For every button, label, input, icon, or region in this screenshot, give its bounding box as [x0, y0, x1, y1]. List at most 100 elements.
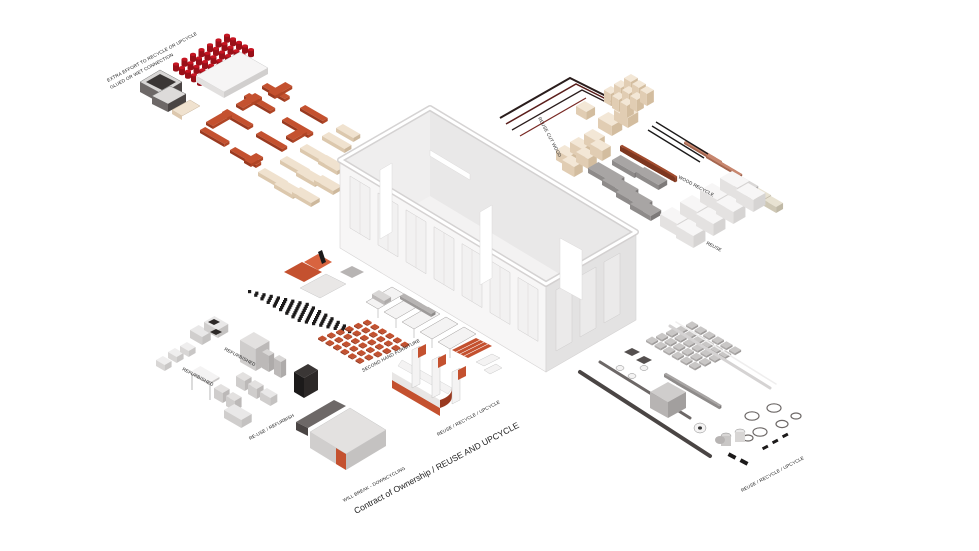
downcycling-counter: [296, 400, 387, 470]
reception-counter: [392, 359, 453, 416]
cream-pieces: [258, 124, 361, 207]
title-separator: /: [430, 463, 439, 474]
black-tile: [304, 304, 308, 308]
black-tile: [328, 321, 332, 325]
black-tile: [292, 313, 296, 317]
glued-connection-group: EXTRA EFFORT TO RECYCLE OR UPCYCLE GLUED…: [106, 31, 361, 207]
grey-tile: [646, 336, 659, 346]
black-tile: [327, 323, 331, 327]
terracotta-tile: [327, 332, 336, 339]
terracotta-piece: [200, 127, 230, 147]
cream-piece: [292, 187, 320, 207]
terracotta-tile: [369, 331, 378, 338]
black-tile: [290, 301, 294, 305]
ring: [744, 411, 760, 421]
cream-piece: [314, 175, 342, 195]
black-tile: [248, 290, 252, 294]
black-tile: [285, 311, 289, 315]
black-tile: [266, 300, 270, 304]
terracotta-tile: [357, 349, 366, 357]
red-cylinder: [185, 69, 191, 79]
terracotta-tile: [360, 334, 369, 342]
refurbish-group: REFURBISHED REFURBISHED RE-USE / REFURBI…: [156, 316, 407, 503]
black-tile: [304, 320, 308, 324]
terracotta-tile: [354, 322, 363, 330]
grey-panel: [764, 196, 784, 213]
red-cylinder: [190, 52, 196, 63]
black-tile: [260, 297, 264, 301]
black-tile: [291, 315, 295, 319]
grey-rail: [400, 293, 436, 317]
black-tile: [301, 310, 305, 314]
red-cylinder: [173, 62, 179, 72]
red-cylinder: [196, 56, 202, 66]
grey-tile: [674, 333, 687, 343]
wood-reuse-group: REUSE CUT WOOD WOOD RECYCLE REUSE: [499, 74, 784, 253]
terracotta-tile-grid: [318, 319, 410, 364]
black-tile: [305, 318, 309, 322]
interior-partitions: [379, 149, 583, 301]
terracotta-tile: [385, 332, 395, 340]
black-tile: [288, 305, 292, 309]
terracotta-tile: [358, 342, 368, 349]
cream-piece: [322, 132, 352, 153]
red-cylinder: [198, 48, 205, 58]
label-reuse-cut-wood: REUSE CUT WOOD: [537, 116, 563, 158]
black-tile: [282, 302, 286, 306]
black-tile: [321, 319, 325, 323]
terracotta-tile: [349, 345, 359, 352]
red-cylinder: [236, 40, 242, 51]
ring-fittings: [615, 365, 802, 446]
small-box: [180, 342, 196, 357]
grey-tile: [694, 326, 707, 336]
grey-panels: [588, 155, 784, 221]
shelving-frames: [365, 286, 477, 358]
cream-block: [640, 86, 654, 106]
black-tile: [289, 303, 293, 307]
terracotta-piece: [268, 82, 293, 99]
terracotta-tile: [400, 341, 410, 348]
black-tile: [274, 300, 278, 304]
grey-tile: [711, 336, 724, 346]
black-tile: [298, 301, 302, 305]
terracotta-tile: [333, 344, 342, 351]
black-tile: [295, 307, 299, 311]
label-reuse-recycle-upcycle-right: REUSE / RECYCLE / UPCYCLE: [740, 455, 805, 493]
black-tile: [296, 305, 300, 309]
black-tile: [342, 324, 346, 328]
terracotta-tile: [352, 330, 362, 337]
grey-tile: [720, 341, 733, 351]
grey-tile: [680, 356, 693, 366]
black-tile: [335, 322, 339, 326]
red-cylinder: [248, 48, 254, 58]
grey-tile: [689, 361, 702, 371]
grey-tile: [699, 357, 712, 367]
red-cylinder: [191, 73, 197, 83]
cream-block: [576, 147, 597, 169]
black-tile: [254, 293, 258, 297]
grey-tile: [671, 351, 684, 361]
small-box: [156, 356, 172, 371]
terracotta-pieces: [200, 82, 328, 168]
grey-storage-boxes: [139, 69, 201, 120]
black-tile-grid: [248, 290, 359, 335]
cream-block: [590, 139, 611, 161]
black-tile: [330, 317, 334, 321]
black-tile: [297, 303, 301, 307]
red-cylinder: [215, 38, 222, 48]
ring: [752, 427, 768, 437]
white-slabs: [195, 51, 269, 98]
terracotta-tile: [342, 341, 351, 348]
terracotta-panels: [284, 250, 364, 299]
grey-tile: [703, 331, 716, 341]
black-tile: [281, 304, 285, 308]
black-tile: [269, 294, 273, 298]
small-box: [168, 348, 184, 363]
shelf-frame: [419, 316, 459, 348]
black-tile: [315, 316, 319, 320]
grey-tile: [663, 346, 676, 356]
black-tile: [306, 316, 310, 320]
wood-slats: [620, 121, 743, 183]
black-tile: [305, 302, 309, 306]
